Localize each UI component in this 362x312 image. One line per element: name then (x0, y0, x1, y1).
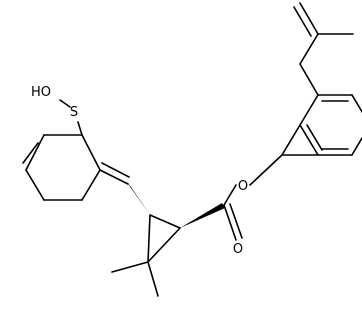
atom-label-carbonyl-oxygen: O (233, 242, 243, 257)
bond-cp-3 (147, 214, 151, 263)
bond-c-s (77, 121, 83, 136)
wedge-cp-carbonyl (180, 203, 225, 228)
bond-allyl-ch2 (299, 33, 319, 65)
bond-cp-2 (147, 227, 181, 263)
bond-carbonyl-c-o-double (229, 203, 243, 239)
bond-o-carbonyl (223, 184, 237, 206)
atom-label-sulfur: S (70, 105, 78, 120)
wedge-cp-vinyl (126, 181, 150, 215)
bond-hex-3 (25, 134, 45, 171)
bond-s-o (59, 99, 71, 108)
atom-label-hydroxyl: HO (31, 85, 51, 100)
bond-cp-1 (149, 214, 181, 229)
bond-terminal-ch2-double (293, 6, 312, 37)
bond-vinyl (99, 169, 129, 185)
bond-terminal-ch2 (299, 2, 319, 35)
bond-ch2-ring (299, 63, 319, 96)
bond-carbonyl-c-o (223, 204, 237, 241)
bond-vinyl-double (101, 162, 130, 178)
bond-methyl-b (147, 261, 159, 297)
bond-hex-3-inner (22, 142, 39, 164)
bond-methyl-a (111, 261, 149, 273)
bond-hex-1 (81, 134, 101, 171)
bond-ar-6 (351, 137, 362, 156)
bond-benzyl (281, 124, 301, 156)
bond-hex-4 (25, 169, 45, 201)
bond-hex-6 (81, 169, 101, 201)
bond-ch2-o (249, 154, 283, 186)
bond-ar-4 (299, 124, 319, 156)
bond-ar-2 (351, 94, 362, 114)
bond-ar-3 (299, 94, 319, 126)
atom-label-ester-oxygen: O (238, 179, 248, 194)
bond-ar-4-inner (306, 124, 323, 151)
